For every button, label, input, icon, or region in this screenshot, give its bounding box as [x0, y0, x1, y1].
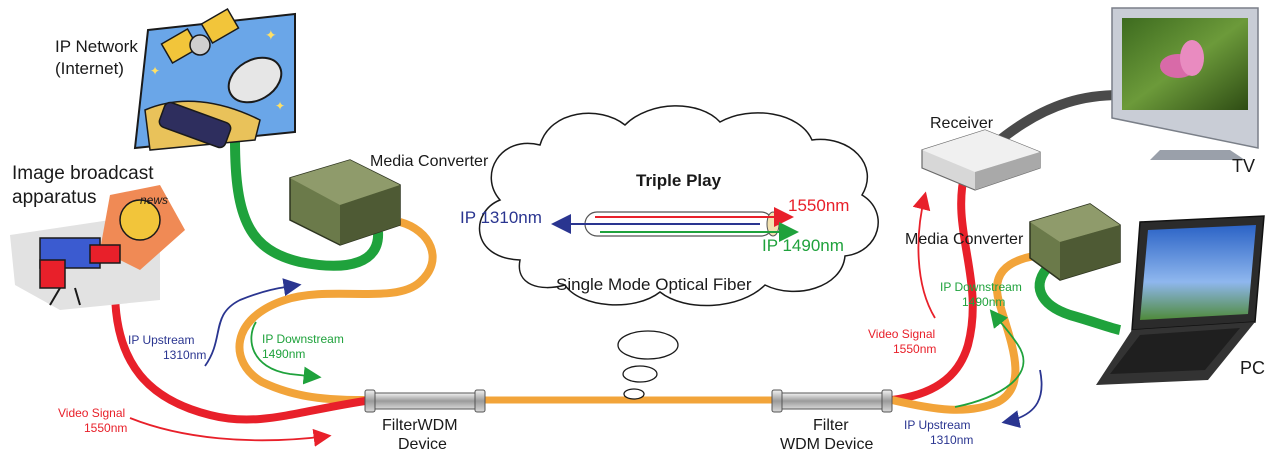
green-cable-internet: [230, 139, 384, 271]
internet-satellite-icon: ✦ ✦ ✦: [133, 7, 296, 151]
signal-arrows: [129, 191, 1043, 447]
right-downstream-label-2: 1490nm: [962, 295, 1005, 309]
thought-bubble-2: [622, 365, 658, 383]
thought-bubble-3: [623, 388, 645, 400]
ip-1310-label: IP 1310nm: [460, 208, 542, 227]
orange-cable-left: [235, 218, 437, 404]
left-video-label-2: 1550nm: [84, 421, 127, 435]
ip-network-label-1: IP Network: [55, 37, 138, 56]
wdm-filter-left: [364, 389, 486, 413]
svg-text:✦: ✦: [275, 99, 285, 113]
left-upstream-label-2: 1310nm: [163, 348, 206, 362]
right-upstream-label-1: IP Upstream: [904, 418, 970, 432]
filter-right-label-1: Filter: [813, 417, 849, 434]
news-label: news: [140, 193, 168, 207]
media-converter-right-label: Media Converter: [905, 231, 1024, 248]
filter-left-label-2: Device: [398, 436, 447, 452]
broadcast-camera-icon: [10, 185, 185, 310]
image-broadcast-label-2: apparatus: [12, 187, 97, 208]
tv-icon: [1111, 7, 1259, 160]
nm-1550-label: 1550nm: [788, 196, 849, 215]
right-upstream-label-2: 1310nm: [930, 433, 973, 447]
thought-bubble-1: [617, 330, 679, 360]
tv-label: TV: [1232, 156, 1255, 176]
ip-1490-label: IP 1490nm: [762, 236, 844, 255]
left-downstream-arrow: [250, 321, 322, 385]
orange-cable-right: [891, 251, 1041, 414]
triple-play-cloud: [478, 105, 879, 400]
red-cable-broadcast: [111, 289, 373, 424]
single-mode-fiber-label: Single Mode Optical Fiber: [556, 275, 752, 294]
filter-left-label-1: FilterWDM: [382, 417, 458, 434]
left-downstream-label-2: 1490nm: [262, 347, 305, 361]
fiber-tube: [551, 207, 799, 242]
right-video-label-2: 1550nm: [893, 342, 936, 356]
left-upstream-arrow: [204, 278, 302, 367]
green-cable-pc: [1034, 261, 1122, 335]
ip-network-label-2: (Internet): [55, 59, 124, 78]
left-video-label-1: Video Signal: [58, 406, 125, 420]
pc-label: PC: [1240, 358, 1265, 378]
svg-text:✦: ✦: [150, 64, 160, 78]
left-video-arrow: [129, 417, 332, 447]
right-video-arrow: [912, 191, 936, 319]
svg-text:✦: ✦: [265, 27, 277, 43]
triple-play-title: Triple Play: [636, 171, 722, 190]
right-downstream-arrow: [954, 309, 1025, 408]
receiver-label: Receiver: [930, 115, 994, 132]
text-labels: IP Network (Internet) Image broadcast ap…: [12, 37, 1265, 452]
right-video-label-1: Video Signal: [868, 327, 935, 341]
image-broadcast-label-1: Image broadcast: [12, 163, 154, 184]
media-converter-right-device: [1029, 203, 1121, 281]
right-downstream-label-1: IP Downstream: [940, 280, 1022, 294]
filter-right-label-2: WDM Device: [780, 436, 873, 452]
red-cable-receiver: [891, 171, 977, 404]
left-upstream-label-1: IP Upstream: [128, 333, 194, 347]
cables: [111, 90, 1122, 424]
laptop-icon: [1096, 215, 1265, 385]
media-converter-left-device: [289, 159, 401, 246]
receiver-device: [921, 129, 1041, 191]
right-upstream-arrow: [1001, 369, 1043, 428]
media-converter-left-label: Media Converter: [370, 153, 489, 170]
left-downstream-label-1: IP Downstream: [262, 332, 344, 346]
gray-cable-tv: [996, 90, 1121, 144]
wdm-filter-right: [771, 389, 893, 413]
